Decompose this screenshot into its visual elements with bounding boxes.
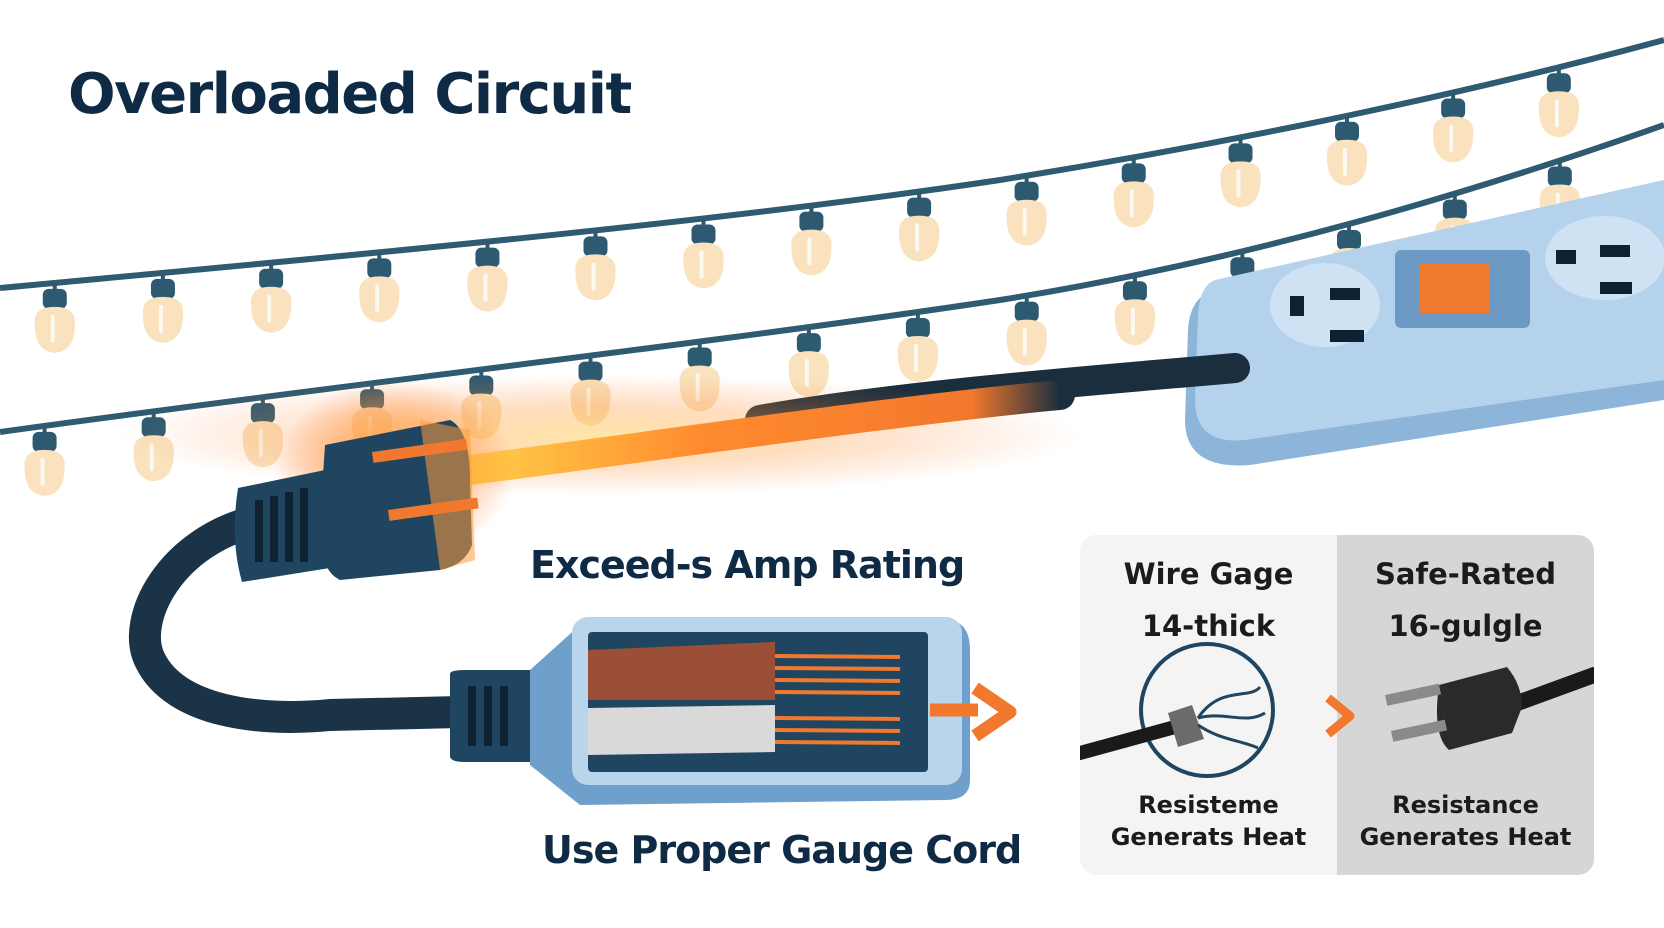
- copper-strand: [774, 740, 901, 745]
- light-bulb: [1114, 275, 1156, 346]
- safe-rated-footer-line2: Generates Heat: [1359, 823, 1572, 851]
- light-bulb: [1006, 175, 1047, 246]
- light-string-upper: [0, 37, 1664, 353]
- safe-rated-sub: 16-gulgle: [1388, 609, 1543, 643]
- light-bulb: [1113, 157, 1154, 228]
- light-bulb: [898, 191, 940, 262]
- comparison-panel: Wire Gage 14-thick Resisteme Generats He…: [1080, 535, 1594, 875]
- overheated-plug-icon: [234, 380, 515, 582]
- safe-rated-column: Safe-Rated 16-gulgle Resistance Generate…: [1337, 535, 1594, 875]
- copper-strands: [774, 654, 901, 745]
- light-bulb: [142, 272, 184, 343]
- copper-strand: [774, 716, 901, 721]
- page-title: Overloaded Circuit: [68, 62, 632, 127]
- copper-strand: [774, 690, 901, 695]
- light-bulb: [575, 230, 616, 301]
- light-bulb: [250, 262, 292, 333]
- copper-strand: [774, 666, 901, 671]
- arrow-right-icon: [971, 682, 1017, 742]
- light-bulb: [791, 205, 832, 276]
- copper-strand: [774, 728, 901, 733]
- light-bulb: [1432, 92, 1474, 163]
- cord-cross-section-icon: [450, 617, 1017, 805]
- power-switch-icon: [1420, 263, 1490, 313]
- wire-gauge-footer-line1: Resisteme: [1138, 791, 1279, 819]
- bulbs-upper: [34, 67, 1580, 353]
- light-bulb: [1538, 67, 1580, 138]
- wire-gauge-column: Wire Gage 14-thick Resisteme Generats He…: [1080, 535, 1337, 875]
- safe-rated-title: Safe-Rated: [1375, 557, 1556, 591]
- safe-rated-footer-line1: Resistance: [1392, 791, 1539, 819]
- hot-cord: [455, 380, 1075, 485]
- amp-rating-label: Exceed-s Amp Rating: [530, 543, 965, 587]
- wire-gauge-title: Wire Gage: [1123, 557, 1294, 591]
- wire-gauge-footer: Resisteme Generats Heat: [1080, 789, 1337, 853]
- power-strip-icon: [1185, 180, 1664, 466]
- copper-strand: [774, 654, 901, 659]
- light-bulb: [1326, 115, 1368, 186]
- light-bulb: [34, 282, 75, 353]
- chevron-right-icon: [1325, 694, 1355, 738]
- light-bulb: [683, 218, 724, 289]
- light-bulb: [24, 425, 65, 496]
- light-bulb: [1220, 137, 1261, 208]
- wire-plug-icon: [1080, 642, 1275, 778]
- light-bulb: [467, 241, 508, 312]
- gauge-cord-label: Use Proper Gauge Cord: [542, 828, 1022, 872]
- loop-cord: [129, 504, 476, 733]
- light-bulb: [359, 252, 400, 323]
- light-bulb: [897, 311, 939, 382]
- wire-gauge-sub: 14-thick: [1141, 609, 1276, 643]
- copper-strand: [774, 678, 901, 683]
- safe-plug-icon: [1385, 667, 1594, 750]
- wire-gauge-footer-line2: Generats Heat: [1110, 823, 1307, 851]
- safe-rated-footer: Resistance Generates Heat: [1337, 789, 1594, 853]
- light-bulb: [1006, 295, 1047, 366]
